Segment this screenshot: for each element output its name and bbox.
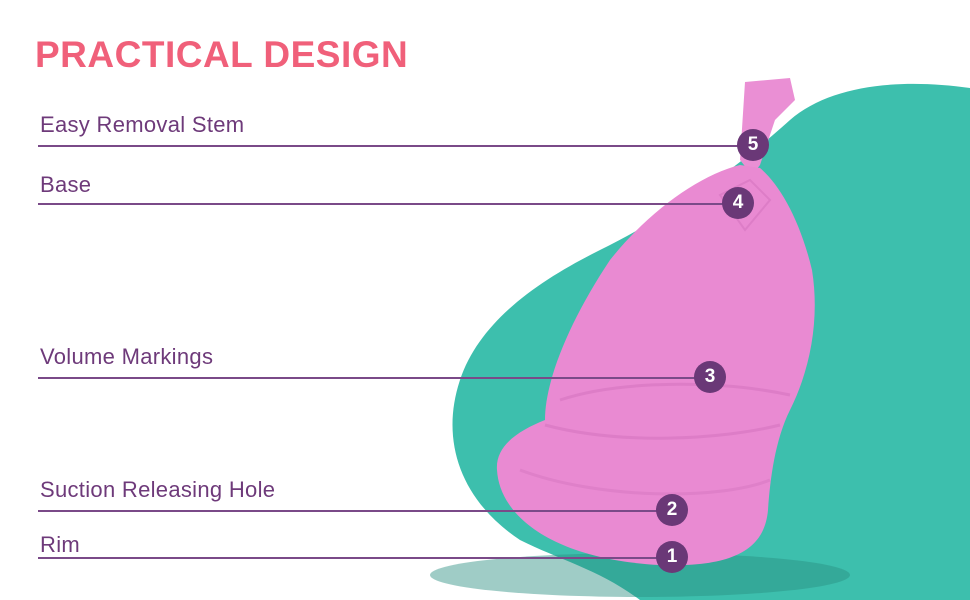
number-badge: 2 bbox=[656, 494, 688, 526]
leader-line bbox=[38, 510, 672, 512]
callout-label: Easy Removal Stem bbox=[40, 112, 245, 137]
leader-line bbox=[38, 557, 672, 559]
number-badge: 5 bbox=[737, 129, 769, 161]
page-title: PRACTICAL DESIGN bbox=[35, 34, 409, 75]
number-badge: 1 bbox=[656, 541, 688, 573]
callout-label: Base bbox=[40, 172, 92, 197]
callout-label: Suction Releasing Hole bbox=[40, 477, 276, 502]
callout-label: Volume Markings bbox=[40, 344, 214, 369]
leader-line bbox=[38, 203, 738, 205]
leader-line bbox=[38, 377, 710, 379]
number-badge: 4 bbox=[722, 187, 754, 219]
cup-shadow bbox=[430, 553, 850, 597]
callout-label: Rim bbox=[40, 532, 81, 557]
leader-line bbox=[38, 145, 752, 147]
number-badge: 3 bbox=[694, 361, 726, 393]
